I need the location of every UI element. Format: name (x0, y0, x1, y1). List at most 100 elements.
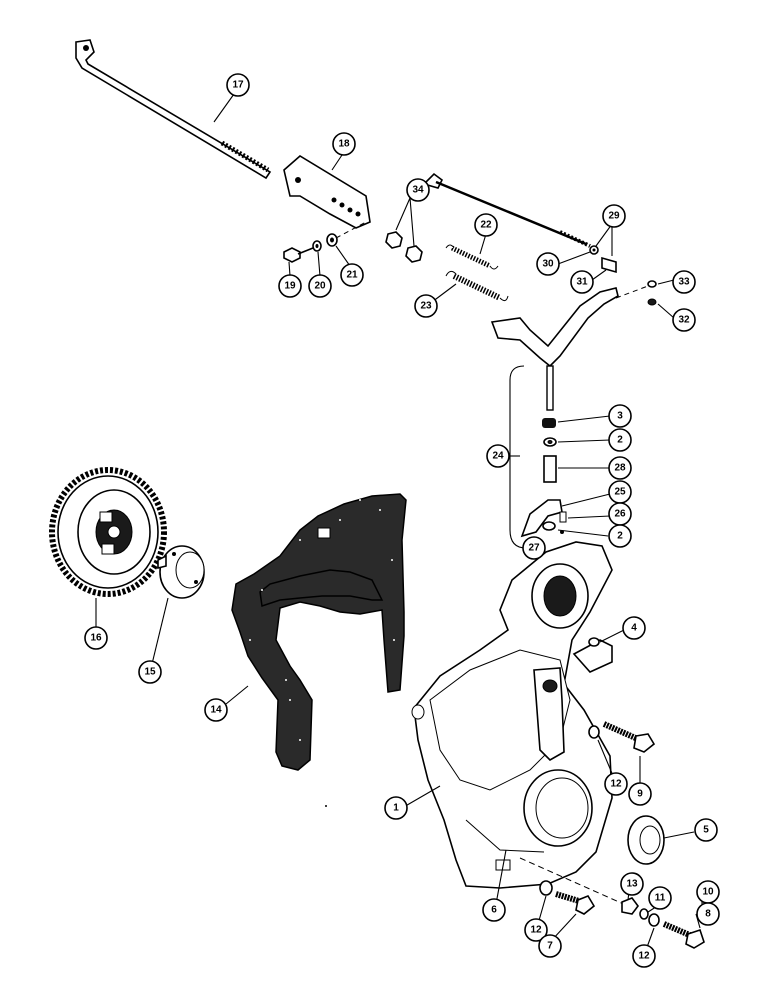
svg-text:26: 26 (614, 509, 626, 520)
svg-text:31: 31 (576, 277, 588, 288)
lever-arm-part (283, 155, 371, 229)
front-housing-part (411, 541, 613, 889)
callout-7: 9 (628, 782, 652, 806)
svg-text:16: 16 (90, 633, 102, 644)
callout-2a: 2 (608, 428, 632, 452)
callout-23: 23 (414, 294, 438, 318)
callout-29: 29 (602, 204, 626, 228)
svg-text:33: 33 (678, 277, 690, 288)
svg-text:28: 28 (614, 463, 626, 474)
svg-text:25: 25 (614, 487, 626, 498)
bolt-7-part (602, 721, 656, 753)
nut-32-part (647, 298, 657, 306)
callout-12c: 12 (632, 944, 656, 968)
callout-33: 33 (672, 270, 696, 294)
callout-9: 8 (696, 902, 720, 926)
svg-text:7: 7 (547, 941, 553, 952)
sleeve-28-part (543, 455, 557, 483)
plug-4-part (588, 637, 600, 647)
svg-text:2: 2 (617, 435, 623, 446)
svg-text:23: 23 (420, 301, 432, 312)
washer-2b-part (542, 521, 556, 531)
svg-text:29: 29 (608, 211, 620, 222)
callout-25: 25 (608, 480, 632, 504)
lockwasher-20-part (312, 240, 322, 252)
callout-10: 10 (696, 880, 720, 904)
callout-14: 14 (204, 698, 228, 722)
callout-24: 24 (486, 444, 510, 468)
callout-26: 26 (608, 502, 632, 526)
callout-21: 21 (340, 263, 364, 287)
svg-text:34: 34 (412, 185, 424, 196)
washer-12a-part (588, 725, 600, 739)
svg-text:32: 32 (678, 315, 690, 326)
callout-20: 20 (308, 274, 332, 298)
callout-27: 27 (522, 536, 546, 560)
washer-12b-part (539, 880, 553, 896)
lever-25-part (520, 499, 563, 538)
governor-rod-part (75, 39, 272, 180)
svg-text:19: 19 (284, 281, 296, 292)
callout-18: 18 (332, 132, 356, 156)
washer-21-part (326, 233, 338, 247)
callout-1: 1 (384, 796, 408, 820)
callout-8: 7 (538, 934, 562, 958)
svg-text:5: 5 (703, 825, 709, 836)
svg-text:12: 12 (530, 925, 542, 936)
pin-26-part (559, 511, 567, 523)
spring-22-part (445, 244, 499, 270)
svg-text:8: 8 (705, 909, 711, 920)
bolt-8-part (555, 891, 596, 915)
svg-text:10: 10 (702, 887, 714, 898)
leader-lines (95, 93, 703, 951)
pin-31-part (601, 256, 617, 274)
svg-text:9: 9 (637, 789, 643, 800)
thrust-plate-part (157, 545, 205, 599)
stray-dot (325, 805, 327, 807)
svg-text:14: 14 (210, 705, 222, 716)
callout-19: 19 (278, 274, 302, 298)
callout-3: 3 (608, 404, 632, 428)
gasket-part (231, 493, 407, 771)
nut-13-part (621, 897, 639, 915)
callout-11: 11 (648, 886, 672, 910)
callout-30: 30 (536, 252, 560, 276)
svg-text:17: 17 (232, 80, 244, 91)
callout-6: 6 (482, 898, 506, 922)
callout-13: 13 (620, 872, 644, 896)
svg-text:24: 24 (492, 451, 504, 462)
bolt-9-part (662, 921, 705, 949)
svg-text:13: 13 (626, 879, 638, 890)
link-rod-29-part (422, 172, 591, 248)
callout-22: 22 (474, 213, 498, 237)
svg-text:11: 11 (655, 893, 666, 904)
callout-34: 34 (406, 178, 430, 202)
svg-text:1: 1 (393, 803, 399, 814)
camshaft-gear-part (49, 467, 167, 597)
group-bracket-24 (509, 365, 527, 549)
callout-2b: 2 (608, 524, 632, 548)
bellcrank-bracket-part (490, 287, 619, 411)
callout-12a: 12 (604, 772, 628, 796)
svg-text:20: 20 (314, 281, 326, 292)
svg-text:27: 27 (528, 543, 540, 554)
callout-16: 16 (84, 626, 108, 650)
svg-text:15: 15 (144, 667, 156, 678)
svg-text:3: 3 (617, 411, 623, 422)
callout-31: 31 (570, 270, 594, 294)
callout-17: 17 (226, 73, 250, 97)
callout-28: 28 (608, 456, 632, 480)
svg-text:18: 18 (338, 139, 350, 150)
svg-text:12: 12 (610, 779, 622, 790)
washer-11-part (639, 908, 649, 920)
svg-text:21: 21 (346, 270, 358, 281)
washer-30-part (589, 245, 599, 255)
callout-15: 15 (138, 660, 162, 684)
svg-text:12: 12 (638, 951, 650, 962)
bolt-19-part (283, 245, 319, 263)
svg-text:4: 4 (631, 623, 637, 634)
svg-text:22: 22 (480, 220, 492, 231)
washer-12c-part (648, 913, 660, 927)
